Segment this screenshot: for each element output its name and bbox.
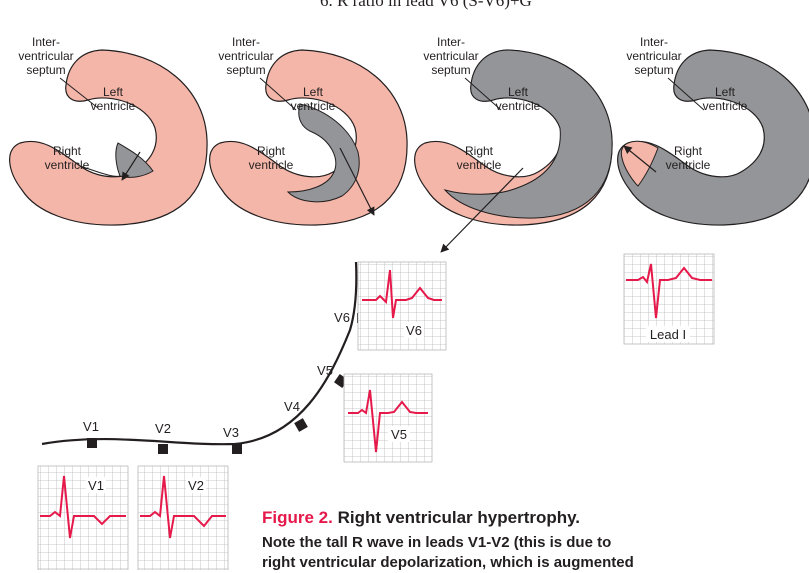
- label-septum-1: Inter-: [640, 35, 668, 49]
- svg-text:V1: V1: [83, 419, 99, 434]
- label-septum-2: ventricular: [18, 49, 73, 63]
- label-septum-3: septum: [634, 63, 673, 77]
- label-septum-1: Inter-: [232, 35, 260, 49]
- ecg-trace-lead-i: [626, 263, 712, 319]
- label-left-ventricle-2: ventricle: [291, 99, 336, 113]
- label-septum-3: septum: [26, 63, 65, 77]
- caption-body: Note the tall R wave in leads V1-V2 (thi…: [262, 533, 809, 573]
- svg-text:V5: V5: [317, 363, 333, 378]
- svg-text:V4: V4: [284, 399, 300, 414]
- label-septum-3: septum: [226, 63, 265, 77]
- ecg-panel-v2: V2: [137, 465, 229, 570]
- label-left-ventricle-1: Left: [303, 85, 324, 99]
- hypertrophied-wall: [443, 49, 613, 219]
- label-left-ventricle-1: Left: [715, 85, 736, 99]
- vector-arrow: [339, 147, 375, 216]
- heart-panel-severe-hypertrophy: Inter- ventricular septum Left ventricle…: [617, 35, 809, 226]
- figure-number: Figure 2.: [262, 508, 333, 527]
- ecg-panel-lead-i: Lead I: [623, 253, 715, 345]
- ecg-trace-v1: [40, 475, 126, 539]
- caption-line-1: Note the tall R wave in leads V1-V2 (thi…: [262, 534, 612, 551]
- label-left-ventricle-2: ventricle: [91, 99, 136, 113]
- outer-heart-wall: [617, 49, 809, 226]
- left-ventricle-wall-section: [286, 103, 360, 203]
- ecg-label-v1: V1: [88, 478, 104, 493]
- ecg-trace-v6: [362, 269, 442, 319]
- label-right-ventricle-1: Right: [674, 144, 703, 158]
- svg-text:V3: V3: [223, 425, 239, 440]
- vector-arrow: [121, 151, 141, 181]
- label-right-ventricle-2: ventricle: [457, 158, 502, 172]
- label-septum-2: ventricular: [626, 49, 681, 63]
- caption-line-2: right ventricular depolarization, which …: [262, 554, 634, 571]
- figure-title: Right ventricular hypertrophy.: [337, 508, 581, 527]
- label-septum-1: Inter-: [437, 35, 465, 49]
- ecg-label-v2: V2: [188, 478, 204, 493]
- chest-wall-curve: [41, 261, 358, 446]
- figure-caption: Figure 2. Right ventricular hypertrophy.…: [262, 508, 809, 573]
- label-right-ventricle-1: Right: [465, 144, 494, 158]
- label-left-ventricle-2: ventricle: [496, 99, 541, 113]
- ecg-panel-v6: V6: [357, 261, 447, 351]
- label-right-ventricle-2: ventricle: [45, 158, 90, 172]
- ecg-trace-v5: [348, 389, 428, 453]
- septum-boundary: [79, 165, 121, 177]
- septum-pointer: [667, 77, 705, 111]
- electrode-v4: V4: [284, 399, 308, 432]
- septum-pointer: [464, 77, 502, 111]
- label-right-ventricle-2: ventricle: [249, 158, 294, 172]
- ecg-label-v6: V6: [406, 323, 422, 338]
- label-right-ventricle-2: ventricle: [666, 158, 711, 172]
- label-left-ventricle-2: ventricle: [703, 99, 748, 113]
- ecg-label-lead-i: Lead I: [650, 327, 686, 342]
- electrode-v3: V3: [223, 425, 242, 454]
- label-left-ventricle-1: Left: [508, 85, 529, 99]
- electrode-v1: V1: [83, 419, 99, 448]
- ecg-label-v5: V5: [391, 427, 407, 442]
- ecg-panel-v5: V5: [343, 373, 433, 463]
- label-right-ventricle-1: Right: [53, 144, 82, 158]
- septum-pointer: [59, 77, 99, 109]
- label-left-ventricle-1: Left: [103, 85, 124, 99]
- label-septum-2: ventricular: [218, 49, 273, 63]
- vector-arrow: [623, 145, 657, 173]
- septum-pointer: [259, 77, 297, 111]
- label-septum-3: septum: [431, 63, 470, 77]
- ecg-panel-v1: V1: [37, 465, 129, 570]
- heart-panel-moderate-hypertrophy: Inter- ventricular septum Left ventricle…: [414, 35, 613, 253]
- svg-text:V2: V2: [155, 421, 171, 436]
- caption-title-line: Figure 2. Right ventricular hypertrophy.: [262, 508, 809, 528]
- electrode-v2: V2: [155, 421, 171, 454]
- label-septum-2: ventricular: [423, 49, 478, 63]
- heart-panel-normal: Inter- ventricular septum Left ventricle…: [9, 35, 208, 226]
- outer-heart-wall: [209, 49, 408, 226]
- label-right-ventricle-1: Right: [257, 144, 286, 158]
- svg-text:V6: V6: [334, 310, 350, 325]
- label-septum-1: Inter-: [32, 35, 60, 49]
- heart-panel-mild-hypertrophy: Inter- ventricular septum Left ventricle…: [209, 35, 408, 226]
- cropped-top-text: 6. R ratio in lead V6 (S-V6)+G: [320, 0, 532, 10]
- electrode-v5: V5: [317, 363, 348, 388]
- vector-arrow: [440, 167, 524, 253]
- ecg-trace-v2: [140, 475, 226, 539]
